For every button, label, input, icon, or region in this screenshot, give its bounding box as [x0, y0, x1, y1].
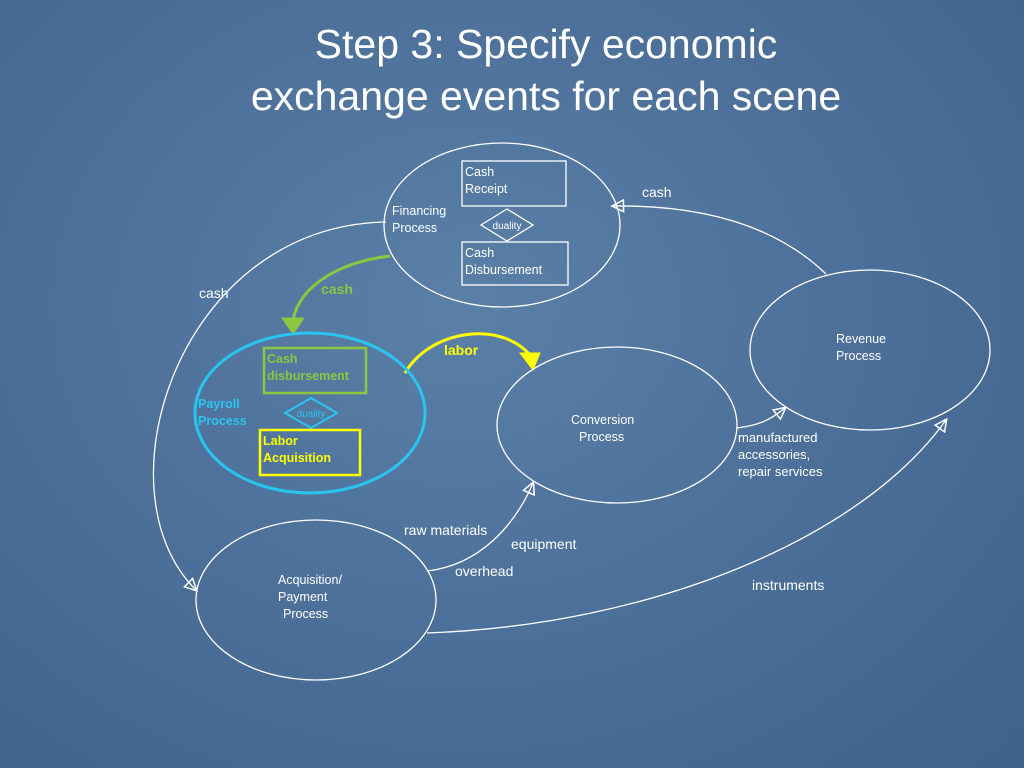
cash-left-label: cash	[199, 285, 229, 301]
revenue-label-line-2: Process	[836, 349, 881, 363]
payroll-cash-disbursement-box	[262, 346, 368, 395]
labor-acquisition-line-2: Acquisition	[263, 451, 331, 465]
cash-arrow-to-payroll	[291, 254, 391, 321]
equipment-label: equipment	[511, 536, 576, 552]
payroll-process-ellipse	[193, 331, 427, 495]
payroll-label-line-1: Payroll	[198, 397, 240, 411]
cash-disbursement-line-1: Cash	[465, 246, 494, 260]
financing-label-line-1: Financing	[392, 204, 446, 218]
cash-arrow-head	[281, 317, 305, 335]
cash-receipt-box	[461, 160, 567, 207]
payroll-duality-label: duality	[297, 409, 326, 420]
slide-title: Step 3: Specify economic exchange events…	[150, 18, 942, 122]
labor-acquisition-box	[258, 428, 362, 477]
financing-duality-diamond	[479, 208, 535, 242]
cash-flow-financing-to-acquisition	[152, 221, 387, 590]
cash-top-right-label: cash	[642, 184, 672, 200]
payroll-cash-disbursement-line-1: Cash	[267, 352, 298, 366]
financing-label-line-2: Process	[392, 221, 437, 235]
payroll-cash-disbursement-line-2: disbursement	[267, 369, 350, 383]
title-line-2: exchange events for each scene	[250, 73, 842, 119]
financing-duality-label: duality	[493, 221, 522, 232]
title-line-1: Step 3: Specify economic	[314, 21, 778, 67]
cash-receipt-line-2: Receipt	[465, 182, 508, 196]
manufactured-label-line-1: manufactured	[738, 430, 818, 445]
acquisition-label-line-2: Payment	[278, 590, 328, 604]
conversion-label-line-1: Conversion	[571, 413, 634, 427]
manufactured-label-line-3: repair services	[738, 464, 823, 479]
revenue-label-line-1: Revenue	[836, 332, 886, 346]
labor-label: labor	[444, 342, 479, 358]
payroll-label-line-2: Process	[198, 414, 247, 428]
financing-process-ellipse	[383, 142, 621, 308]
revenue-process-ellipse	[749, 269, 991, 431]
manufactured-label-line-2: accessories,	[738, 447, 810, 462]
payroll-duality-diamond	[282, 396, 340, 430]
cash-disbursement-box	[461, 241, 569, 286]
manufactured-flow-line	[736, 408, 785, 429]
raw-materials-label: raw materials	[404, 522, 487, 538]
acquisition-process-ellipse	[195, 519, 437, 681]
labor-acquisition-line-1: Labor	[263, 434, 298, 448]
acquisition-label-line-3: Process	[283, 607, 328, 621]
cash-flow-revenue-to-financing	[613, 206, 827, 275]
labor-arrow-to-conversion	[403, 332, 532, 374]
cash-to-payroll-label: cash	[321, 281, 353, 297]
cash-receipt-line-1: Cash	[465, 165, 494, 179]
acquisition-label-line-1: Acquisition/	[278, 573, 342, 587]
raw-materials-flow-line	[426, 483, 533, 572]
conversion-label-line-2: Process	[579, 430, 624, 444]
instruments-label: instruments	[752, 577, 824, 593]
overhead-label: overhead	[455, 563, 513, 579]
instruments-flow-line	[426, 420, 946, 634]
labor-arrow-head	[518, 352, 541, 371]
cash-disbursement-line-2: Disbursement	[465, 263, 543, 277]
conversion-process-ellipse	[496, 346, 738, 504]
